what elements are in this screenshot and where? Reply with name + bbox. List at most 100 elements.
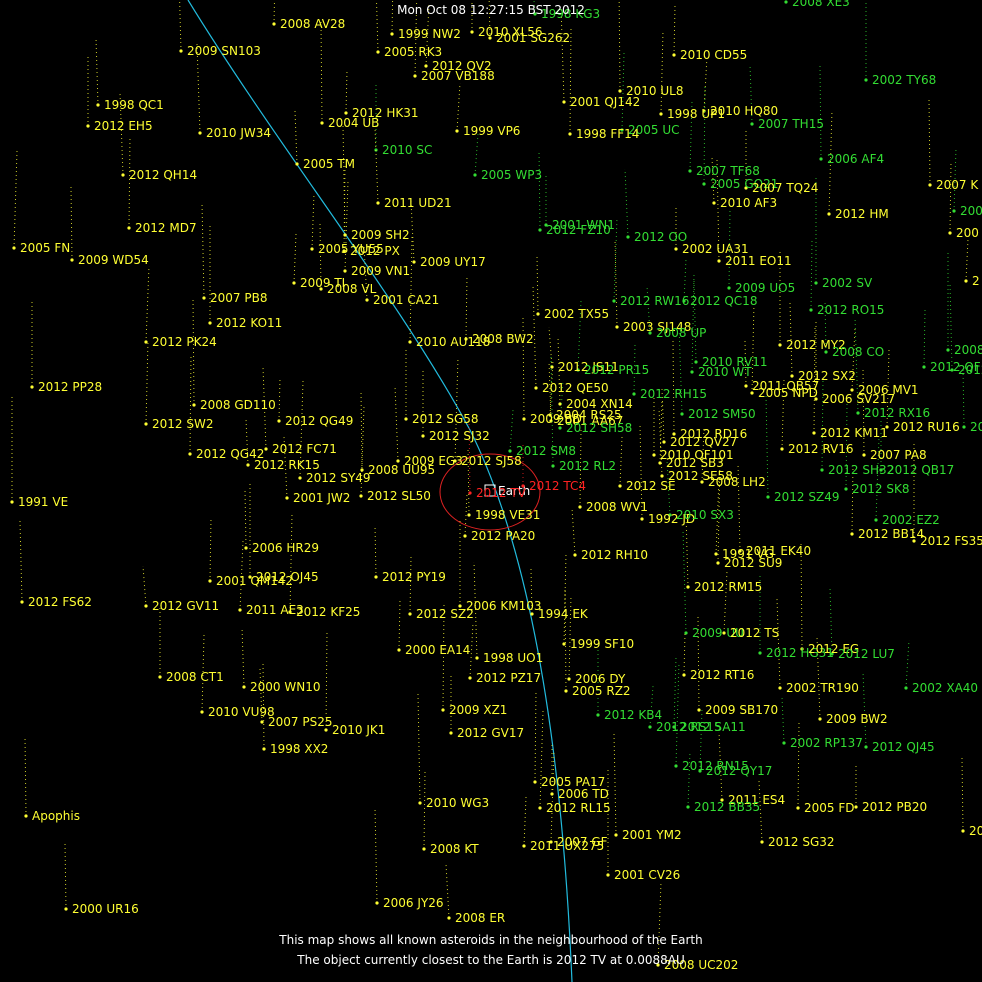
- asteroid-label: 2010 VU98: [208, 705, 275, 719]
- asteroid-trail: [614, 238, 618, 328]
- asteroid-label: 1998 QC1: [104, 98, 164, 112]
- asteroid-label: 2006 SV217: [822, 392, 895, 406]
- asteroid-label: 2012 SZ49: [774, 490, 839, 504]
- asteroid-label: 2002 UA31: [682, 242, 749, 256]
- asteroid-label: 2010 JK1: [332, 723, 385, 737]
- footer-line-2: The object currently closest to the Eart…: [297, 953, 685, 967]
- asteroid-label: 2012 SH58: [566, 421, 632, 435]
- asteroid-label: 2012 SU9: [724, 556, 782, 570]
- asteroid-label: 2012 SJ58: [461, 454, 522, 468]
- asteroid-label: 2006 KM103: [466, 599, 541, 613]
- asteroid-label: 2012 FS62: [28, 595, 92, 609]
- asteroid-trail: [119, 92, 124, 176]
- asteroid-label: 2012 RK15: [254, 458, 320, 472]
- asteroid-label: 2001 CA21: [373, 293, 439, 307]
- asteroid-label: 2012 RN15: [682, 759, 749, 773]
- asteroid-label: 2004 XN14: [566, 397, 633, 411]
- asteroid-label: 2006 TD: [558, 787, 609, 801]
- asteroid-label: 2012 SK8: [852, 482, 909, 496]
- asteroid-label: 2008 KT: [430, 842, 479, 856]
- asteroid-label: 2007 VB188: [421, 69, 495, 83]
- asteroid-label: 2005 RZ2: [572, 684, 631, 698]
- asteroid-label: 200: [956, 226, 979, 240]
- asteroid-label: 2012 HM: [835, 207, 889, 221]
- asteroid-trail: [142, 565, 147, 607]
- asteroid-label: 2012 SH32: [828, 463, 894, 477]
- asteroid-label: 2009 UY17: [420, 255, 486, 269]
- asteroid-label: 2012 RU16: [893, 420, 960, 434]
- asteroid-trail: [949, 161, 952, 234]
- asteroid-label: 2008 ER: [455, 911, 505, 925]
- asteroid-label: 2002 SV: [822, 276, 873, 290]
- asteroid-label: 2012 OJ45: [256, 570, 319, 584]
- asteroid-label: 2002 TX55: [544, 307, 609, 321]
- asteroid-label: 2011 AE3: [246, 603, 304, 617]
- asteroid-label: 2012 RL15: [546, 801, 611, 815]
- asteroid-trail: [682, 529, 687, 634]
- asteroid-label: 20: [970, 420, 982, 434]
- asteroid-trail: [474, 133, 479, 176]
- asteroid-trail: [189, 354, 192, 455]
- asteroid-trail: [320, 21, 323, 124]
- asteroid-trail: [325, 630, 328, 731]
- asteroid-label: 2008 UU95: [368, 463, 435, 477]
- asteroid-trail: [445, 863, 450, 919]
- asteroid-label: 2007 TQ24: [752, 181, 818, 195]
- footer-line-1: This map shows all known asteroids in th…: [279, 933, 703, 947]
- asteroid-label: 200: [960, 204, 982, 218]
- asteroid-trail: [145, 265, 150, 343]
- asteroid-label: 2009 UO5: [735, 281, 795, 295]
- asteroid-label: 2: [972, 274, 980, 288]
- asteroid-label: 2008 AV28: [280, 17, 345, 31]
- asteroid-trail: [571, 507, 576, 556]
- asteroid-label: 2012 PB20: [862, 800, 927, 814]
- asteroid-label: 2011 UX275: [530, 839, 604, 853]
- asteroid-trail: [201, 634, 205, 713]
- asteroid-label: 2012 QH14: [129, 168, 197, 182]
- asteroid-label: 2004 RS25: [556, 408, 622, 422]
- asteroid-label: 2012 EG: [808, 642, 859, 656]
- earth-label: Earth: [498, 484, 530, 498]
- asteroid-label: 1998 UO1: [483, 651, 543, 665]
- asteroid-trail: [192, 296, 195, 406]
- asteroid-label: 2012 RT16: [690, 668, 754, 682]
- asteroid-label: 1999 NW2: [398, 27, 461, 41]
- asteroid-label: 2008 VL: [327, 282, 377, 296]
- asteroid-label: 1991 VG: [722, 547, 774, 561]
- asteroid-label: 2010 SC: [382, 143, 432, 157]
- asteroid-label: 2012 KM11: [820, 426, 888, 440]
- asteroid-label: 2000 EA14: [405, 643, 470, 657]
- asteroid-trail: [886, 349, 890, 428]
- asteroid-trail: [703, 55, 708, 112]
- asteroid-label: 2002 RP137: [790, 736, 863, 750]
- asteroid-trail: [862, 671, 867, 748]
- asteroid-label: 2008 CO: [832, 345, 884, 359]
- asteroid-trail: [810, 238, 813, 311]
- asteroid-label: 2006 AF4: [827, 152, 884, 166]
- asteroid-label: 2012 KB4: [604, 708, 662, 722]
- proximity-circle: [439, 453, 541, 531]
- asteroid-trail: [70, 186, 73, 261]
- asteroid-trail: [374, 807, 378, 904]
- asteroid-label: 2012 QJ45: [872, 740, 935, 754]
- asteroid-label: 2012 KF25: [296, 605, 360, 619]
- asteroid-trail: [659, 399, 663, 464]
- asteroid-trail: [417, 693, 421, 804]
- asteroid-trail: [678, 324, 683, 415]
- asteroid-label: 2004 UB: [328, 116, 379, 130]
- asteroid-trail: [816, 636, 821, 720]
- asteroid-trail: [715, 477, 720, 555]
- asteroid-label: 1998 UP1: [667, 107, 725, 121]
- asteroid-label: 1999 SF10: [570, 637, 634, 651]
- asteroid-trail: [468, 419, 471, 494]
- asteroid-label: 2006 DY: [575, 672, 626, 686]
- asteroid-trail: [374, 524, 377, 578]
- asteroid-trail: [633, 343, 636, 395]
- asteroid-label: 2007 PB8: [210, 291, 267, 305]
- asteroid-label: 2012 SY49: [306, 471, 371, 485]
- asteroid-label: 1998 FF14: [576, 127, 639, 141]
- asteroid-label: 2010 WG3: [426, 796, 489, 810]
- asteroid-trail: [394, 385, 399, 462]
- asteroid-trail: [765, 394, 769, 498]
- asteroid-trail: [273, 0, 275, 25]
